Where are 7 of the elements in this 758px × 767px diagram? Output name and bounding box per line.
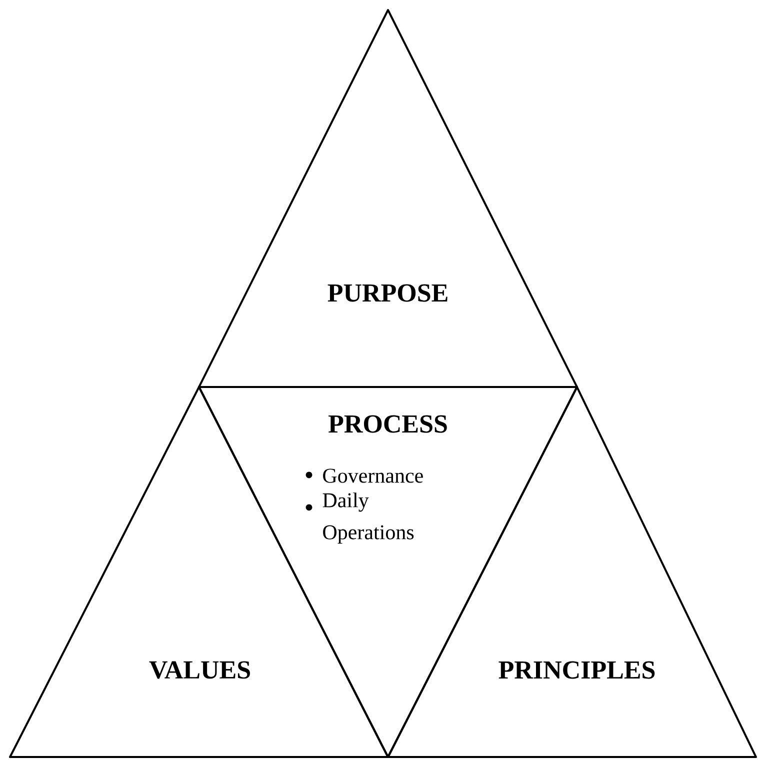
heading: PURPOSE — [328, 284, 448, 302]
heading: PRINCIPLES — [498, 661, 655, 679]
triangle — [198, 9, 578, 388]
heading: PROCESS — [328, 415, 447, 433]
list-item: Daily Operations — [322, 492, 414, 544]
list-item: Governance — [323, 468, 423, 483]
heading: VALUES — [149, 661, 250, 679]
